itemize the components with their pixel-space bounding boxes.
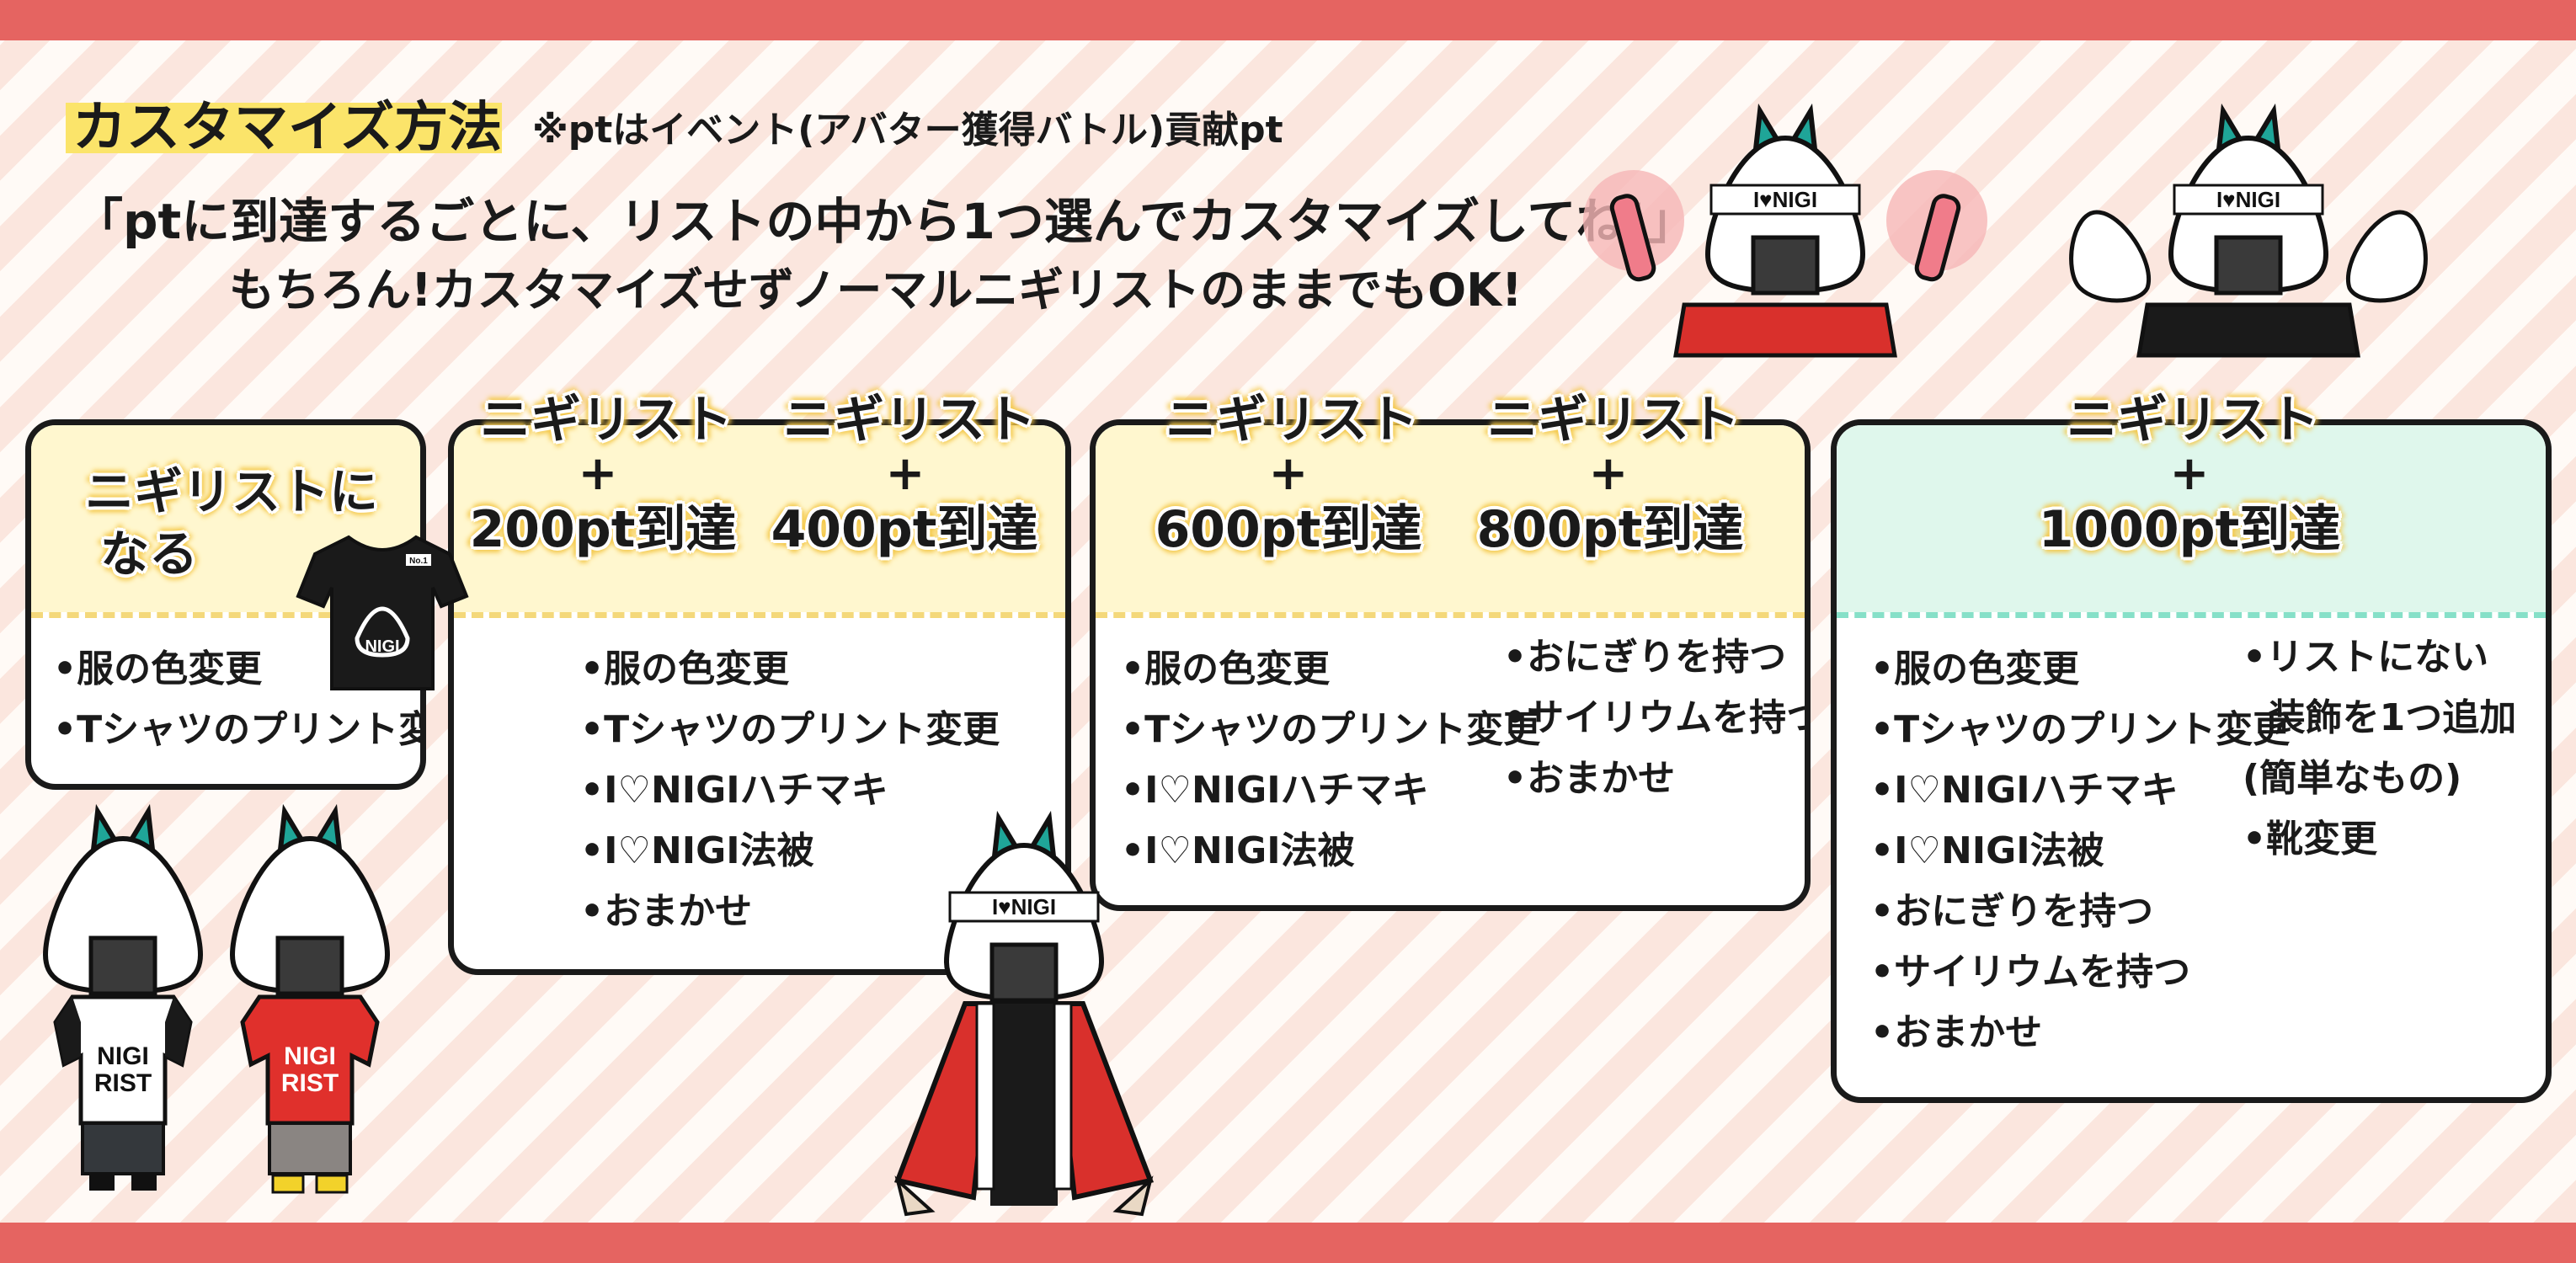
- plus-sign: +: [1588, 446, 1629, 501]
- list-item: •服の色変更: [580, 647, 790, 690]
- page-title: カスタマイズ方法: [72, 97, 503, 159]
- list-item: •Tシャツのプリント変更: [1870, 708, 2291, 751]
- tier-heading: ニギリスト: [480, 391, 733, 450]
- tier-item-list: •リストにない 装飾を1つ追加 (簡単なもの) •靴変更: [2243, 627, 2516, 870]
- list-item: •服の色変更: [1121, 647, 1331, 690]
- list-item: •服の色変更: [1870, 647, 2080, 690]
- tshirt-illustration: No.1 NIGI: [296, 535, 469, 690]
- shirt-print: NIGI: [365, 637, 399, 656]
- headband-text: I♥NIGI: [2216, 187, 2280, 212]
- tier-card-1000: •服の色変更 •Tシャツのプリント変更 •I♡NIGIハチマキ •I♡NIGI法…: [1831, 419, 2552, 1103]
- lead-line-2: もちろん!カスタマイズせずノーマルニギリストのままでもOK!: [229, 264, 1523, 317]
- character-red-tshirt: NIGI RIST: [226, 803, 394, 1194]
- tier-item-list: •服の色変更 •Tシャツのプリント変更: [53, 639, 420, 760]
- list-item: •サイリウムを持つ: [1870, 951, 2191, 994]
- character-holding-onigiri: I♥NIGI: [2069, 77, 2428, 358]
- title-block: カスタマイズ方法: [66, 84, 502, 159]
- shirt-print-line2: RIST: [94, 1069, 152, 1097]
- card-divider: [1096, 612, 1805, 618]
- tier-heading: ニギリスト: [1165, 391, 1418, 450]
- list-item: •I♡NIGI法被: [1121, 829, 1355, 872]
- list-item: •Tシャツのプリント変更: [1121, 708, 1541, 751]
- list-item: •I♡NIGIハチマキ: [580, 769, 888, 812]
- tier-item-list: •おにぎりを持つ •サイリウムを持つ •おまかせ: [1503, 627, 1811, 809]
- plus-sign: +: [2169, 446, 2210, 501]
- shirt-print-line1: NIGI: [284, 1042, 336, 1070]
- list-item: 装飾を1つ追加: [2243, 696, 2517, 739]
- tier-heading: ニギリスト: [783, 391, 1036, 450]
- list-item: (簡単なもの): [2243, 757, 2462, 800]
- list-item: •サイリウムを持つ: [1503, 696, 1811, 739]
- list-item: •靴変更: [2243, 818, 2378, 861]
- list-item: •I♡NIGI法被: [1870, 829, 2104, 872]
- tier-heading: ニギリスト: [1487, 391, 1740, 450]
- tier-item-list: •服の色変更 •Tシャツのプリント変更 •I♡NIGIハチマキ •I♡NIGI法…: [1121, 639, 1540, 882]
- tier-item-list: •服の色変更 •Tシャツのプリント変更 •I♡NIGIハチマキ •I♡NIGI法…: [1870, 639, 2290, 1063]
- bottom-band: [0, 1223, 2576, 1263]
- tier-item-list: •服の色変更 •Tシャツのプリント変更 •I♡NIGIハチマキ •I♡NIGI法…: [580, 639, 1000, 942]
- card-header: [1096, 425, 1805, 612]
- list-item: •I♡NIGIハチマキ: [1121, 769, 1429, 812]
- tier-card-600-800: •服の色変更 •Tシャツのプリント変更 •I♡NIGIハチマキ •I♡NIGI法…: [1090, 419, 1811, 911]
- list-item: •Tシャツのプリント変更: [53, 708, 420, 751]
- character-cheering: I♥NIGI: [1583, 77, 1987, 358]
- tier-heading: 200pt到達: [469, 500, 737, 559]
- headband-text: I♥NIGI: [992, 894, 1056, 919]
- tier-card-200-400: •服の色変更 •Tシャツのプリント変更 •I♡NIGIハチマキ •I♡NIGI法…: [448, 419, 1071, 975]
- list-item: •おにぎりを持つ: [1503, 636, 1787, 679]
- tier-heading: ニギリスト: [2067, 391, 2319, 450]
- tier-heading: なる: [99, 525, 198, 583]
- list-item: •おにぎりを持つ: [1870, 890, 2154, 933]
- tier-heading: 1000pt到達: [2038, 500, 2341, 559]
- tier-heading: 800pt到達: [1476, 500, 1744, 559]
- plus-sign: +: [885, 446, 925, 501]
- shirt-badge: No.1: [409, 557, 428, 566]
- headband-text: I♥NIGI: [1753, 187, 1817, 212]
- lead-line-1: 「ptに到達するごとに、リストの中から1つ選んでカスタマイズしてね!」: [74, 193, 1696, 250]
- list-item: •I♡NIGI法被: [580, 829, 814, 872]
- list-item: •服の色変更: [53, 647, 263, 690]
- tier-heading: 400pt到達: [771, 500, 1038, 559]
- list-item: •リストにない: [2243, 636, 2489, 679]
- title-highlight: [66, 103, 502, 153]
- top-band: [0, 0, 2576, 40]
- list-item: •I♡NIGIハチマキ: [1870, 769, 2179, 812]
- list-item: •Tシャツのプリント変更: [580, 708, 1000, 751]
- list-item: •おまかせ: [1503, 757, 1676, 800]
- card-divider: [1837, 612, 2546, 618]
- character-black-tshirt: NIGI RIST: [39, 803, 207, 1191]
- shirt-print-line1: NIGI: [97, 1042, 149, 1070]
- tier-heading: ニギリストに: [84, 463, 378, 520]
- character-happi: I♥NIGI: [893, 802, 1155, 1217]
- list-item: •おまかせ: [1870, 1011, 2043, 1054]
- card-header: [454, 425, 1065, 612]
- card-divider: [31, 612, 420, 618]
- shirt-print-line2: RIST: [281, 1069, 339, 1097]
- card-divider: [454, 612, 1065, 618]
- tier-heading: 600pt到達: [1155, 500, 1422, 559]
- list-item: •おまかせ: [580, 890, 753, 933]
- pt-note: ※ptはイベント(アバター獲得バトル)貢献pt: [532, 109, 1283, 152]
- plus-sign: +: [1268, 446, 1309, 501]
- plus-sign: +: [578, 446, 618, 501]
- card-header: [1837, 425, 2546, 612]
